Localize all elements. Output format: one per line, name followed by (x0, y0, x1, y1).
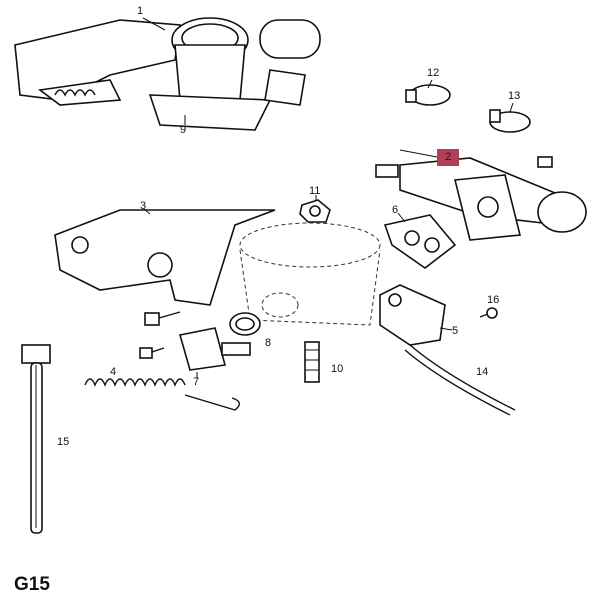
screw (479, 307, 498, 319)
stud (304, 341, 320, 383)
idle-air-control-valve (375, 149, 587, 241)
callout-2-highlighted[interactable]: 2 (437, 149, 459, 166)
bracket (54, 208, 276, 306)
callout-16: 16 (487, 294, 500, 306)
throttle-position-sensor (379, 284, 453, 346)
spring (84, 378, 240, 411)
callout-14: 14 (476, 366, 489, 378)
diagram-code: G15 (14, 574, 50, 595)
callout-12: 12 (427, 67, 440, 79)
callout-3: 3 (140, 200, 147, 212)
callout-5: 5 (452, 325, 459, 337)
callout-4: 4 (110, 366, 117, 378)
temperature-sensor (178, 327, 251, 378)
callout-9: 9 (180, 124, 187, 136)
throttle-body-assembly (14, 17, 321, 131)
o-ring (229, 312, 261, 336)
nut (299, 195, 331, 223)
vacuum-hose-edge (409, 344, 516, 411)
callout-7: 7 (193, 376, 200, 388)
callout-15: 15 (57, 436, 70, 448)
callout-13: 13 (508, 90, 521, 102)
callout-11: 11 (309, 185, 321, 197)
callout-6: 6 (392, 204, 399, 216)
hose-clamps (405, 79, 531, 133)
gasket (383, 212, 457, 269)
bolts (139, 311, 181, 359)
throttle-body (239, 222, 381, 326)
cable-tie (21, 344, 51, 534)
callout-8: 8 (265, 337, 272, 349)
callout-10: 10 (331, 363, 344, 375)
vacuum-hose (404, 349, 511, 416)
callout-1: 1 (137, 5, 144, 17)
